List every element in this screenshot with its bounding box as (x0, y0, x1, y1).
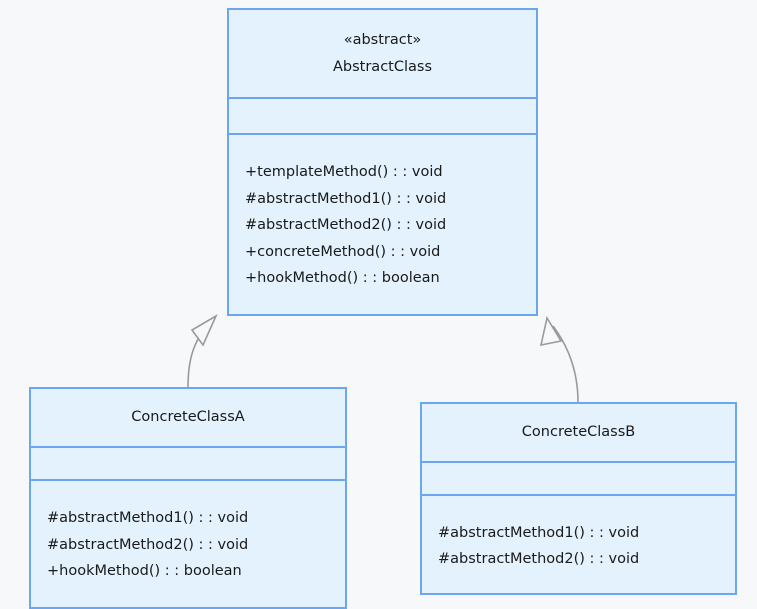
class-name: ConcreteClassA (131, 409, 245, 426)
method-item: #abstractMethod1() : : void (47, 510, 249, 527)
method-item: +templateMethod() : : void (245, 164, 443, 180)
class-name: AbstractClass (332, 58, 432, 75)
class-methods-compartment: #abstractMethod1() : : void #abstractMet… (31, 479, 345, 607)
uml-class-abstract-class[interactable]: «abstract» AbstractClass +templateMethod… (227, 8, 538, 316)
generalization-edge-concrete-class-a[interactable] (187, 314, 218, 388)
class-methods-compartment: +templateMethod() : : void #abstractMeth… (229, 133, 536, 314)
class-attributes-compartment (422, 460, 735, 494)
class-stereotype: «abstract» (343, 32, 422, 48)
method-item: #abstractMethod2() : : void (438, 551, 640, 568)
method-item: #abstractMethod2() : : void (245, 217, 447, 233)
generalization-line-b (552, 325, 579, 403)
method-item: +concreteMethod() : : void (245, 243, 441, 260)
generalization-edge-concrete-class-b[interactable] (539, 315, 579, 403)
class-name-compartment: ConcreteClassB (422, 404, 735, 461)
uml-class-concrete-class-a[interactable]: ConcreteClassA #abstractMethod1() : : vo… (29, 387, 347, 609)
generalization-arrowhead-b (539, 315, 563, 347)
method-item: #abstractMethod1() : : void (438, 524, 640, 541)
class-attributes-compartment (229, 97, 536, 133)
class-name: ConcreteClassB (521, 424, 636, 441)
method-item: #abstractMethod2() : : void (47, 536, 249, 553)
uml-class-concrete-class-b[interactable]: ConcreteClassB #abstractMethod1() : : vo… (420, 402, 737, 595)
method-item: +hookMethod() : : boolean (245, 270, 440, 286)
generalization-arrowhead-a (190, 314, 218, 347)
method-item: +hookMethod() : : boolean (47, 563, 242, 580)
class-methods-compartment: #abstractMethod1() : : void #abstractMet… (422, 493, 735, 593)
method-item: #abstractMethod1() : : void (245, 190, 447, 207)
class-name-compartment: ConcreteClassA (31, 389, 345, 446)
class-attributes-compartment (31, 445, 345, 479)
class-name-compartment: «abstract» AbstractClass (229, 10, 536, 97)
generalization-line-a (187, 321, 212, 388)
